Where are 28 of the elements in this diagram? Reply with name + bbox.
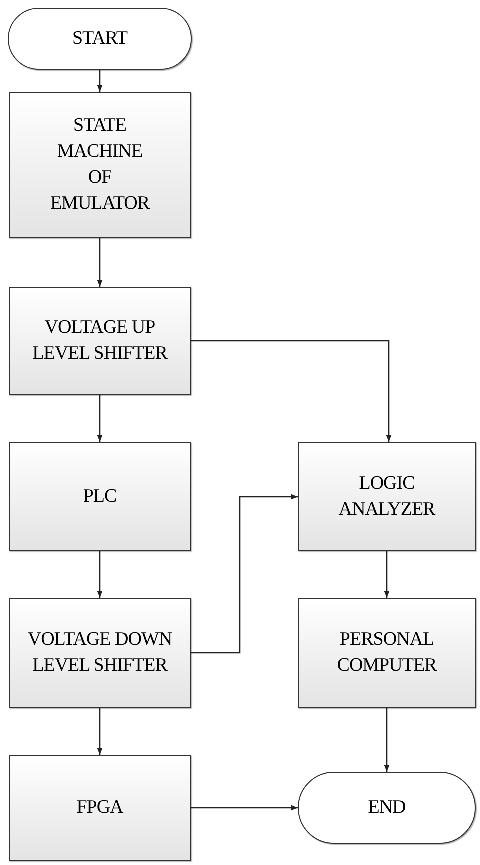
node-label: STATE MACHINE OF EMULATOR <box>49 114 151 216</box>
node-label: PLC <box>83 484 117 508</box>
node-label: VOLTAGE UP LEVEL SHIFTER <box>32 316 169 366</box>
process-box <box>9 442 191 551</box>
process-box <box>9 92 191 238</box>
arrow <box>97 70 103 92</box>
node-label: LOGIC ANALYZER <box>338 472 437 522</box>
arrow <box>97 238 103 287</box>
process-box <box>298 442 476 551</box>
terminal-shape <box>8 8 192 70</box>
arrow <box>97 395 103 442</box>
process-box <box>298 598 476 708</box>
process-box <box>9 755 191 861</box>
arrow <box>97 708 103 755</box>
arrow <box>384 708 390 772</box>
arrow <box>384 551 390 598</box>
node-label: PERSONAL COMPUTER <box>336 628 438 678</box>
node-label: START <box>72 27 128 51</box>
process-box <box>9 598 191 708</box>
arrow <box>191 494 298 654</box>
arrow <box>97 551 103 598</box>
node-label: FPGA <box>76 796 124 820</box>
arrow <box>191 805 298 811</box>
terminal-shape <box>298 772 476 844</box>
node-label: VOLTAGE DOWN LEVEL SHIFTER <box>26 628 174 678</box>
node-label: END <box>368 796 406 820</box>
arrow <box>191 340 392 442</box>
process-box <box>9 287 191 395</box>
